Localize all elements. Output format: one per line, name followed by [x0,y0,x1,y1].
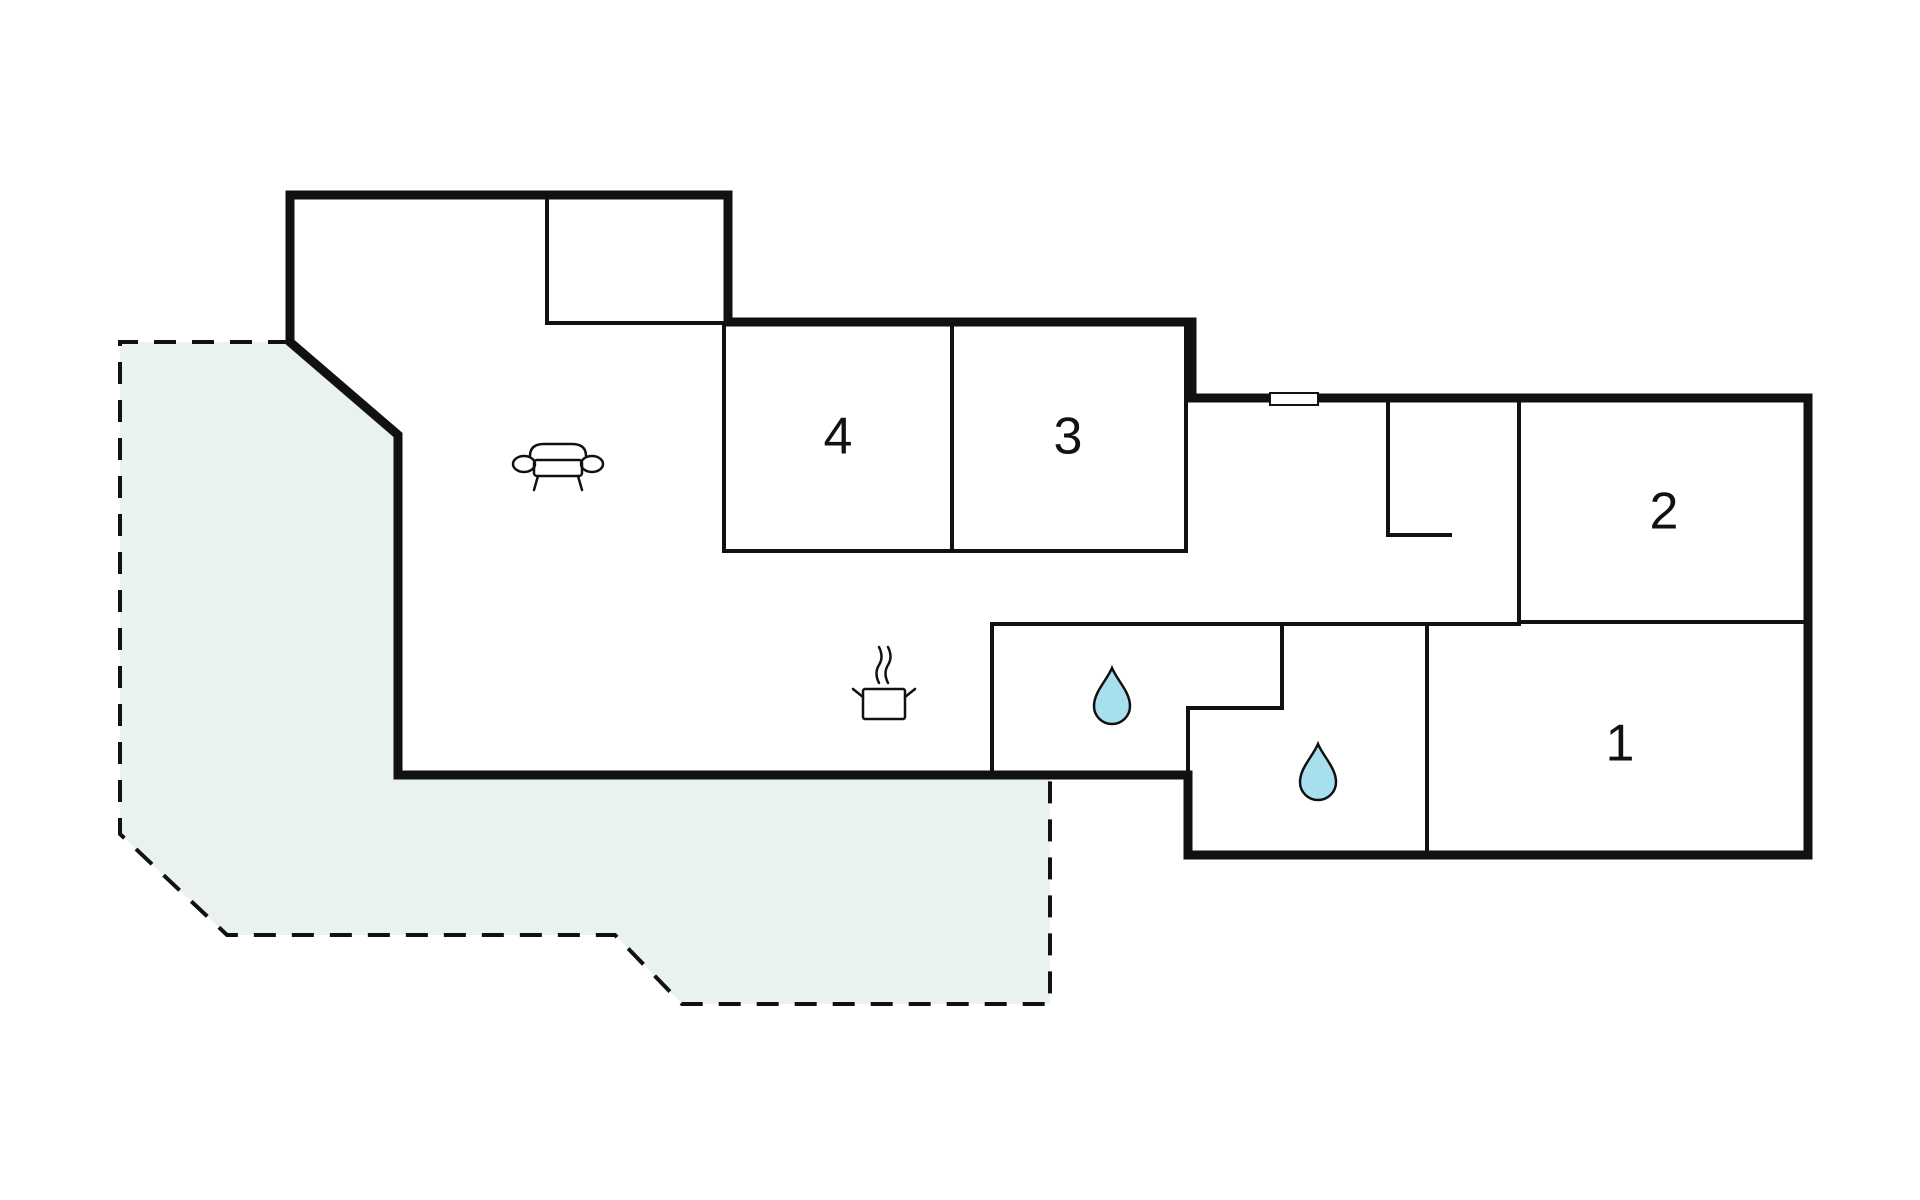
exterior-wall [285,190,1813,860]
room-label-1: 1 [1606,715,1635,773]
water-drop-icon [1298,740,1338,802]
sofa-icon [511,442,605,492]
storage-room-wall [545,193,730,325]
lower-wing-walls [990,622,1521,857]
room-label-3: 3 [1054,408,1083,466]
terrace-area [118,340,1052,1006]
closet-partition [1386,398,1452,537]
water-drop-icon [1092,664,1132,726]
bedroom-3-walls [950,322,1188,553]
window [1269,392,1319,406]
cooking-pot-icon [851,645,917,721]
room-label-4: 4 [824,408,853,466]
room-label-2: 2 [1650,483,1679,541]
